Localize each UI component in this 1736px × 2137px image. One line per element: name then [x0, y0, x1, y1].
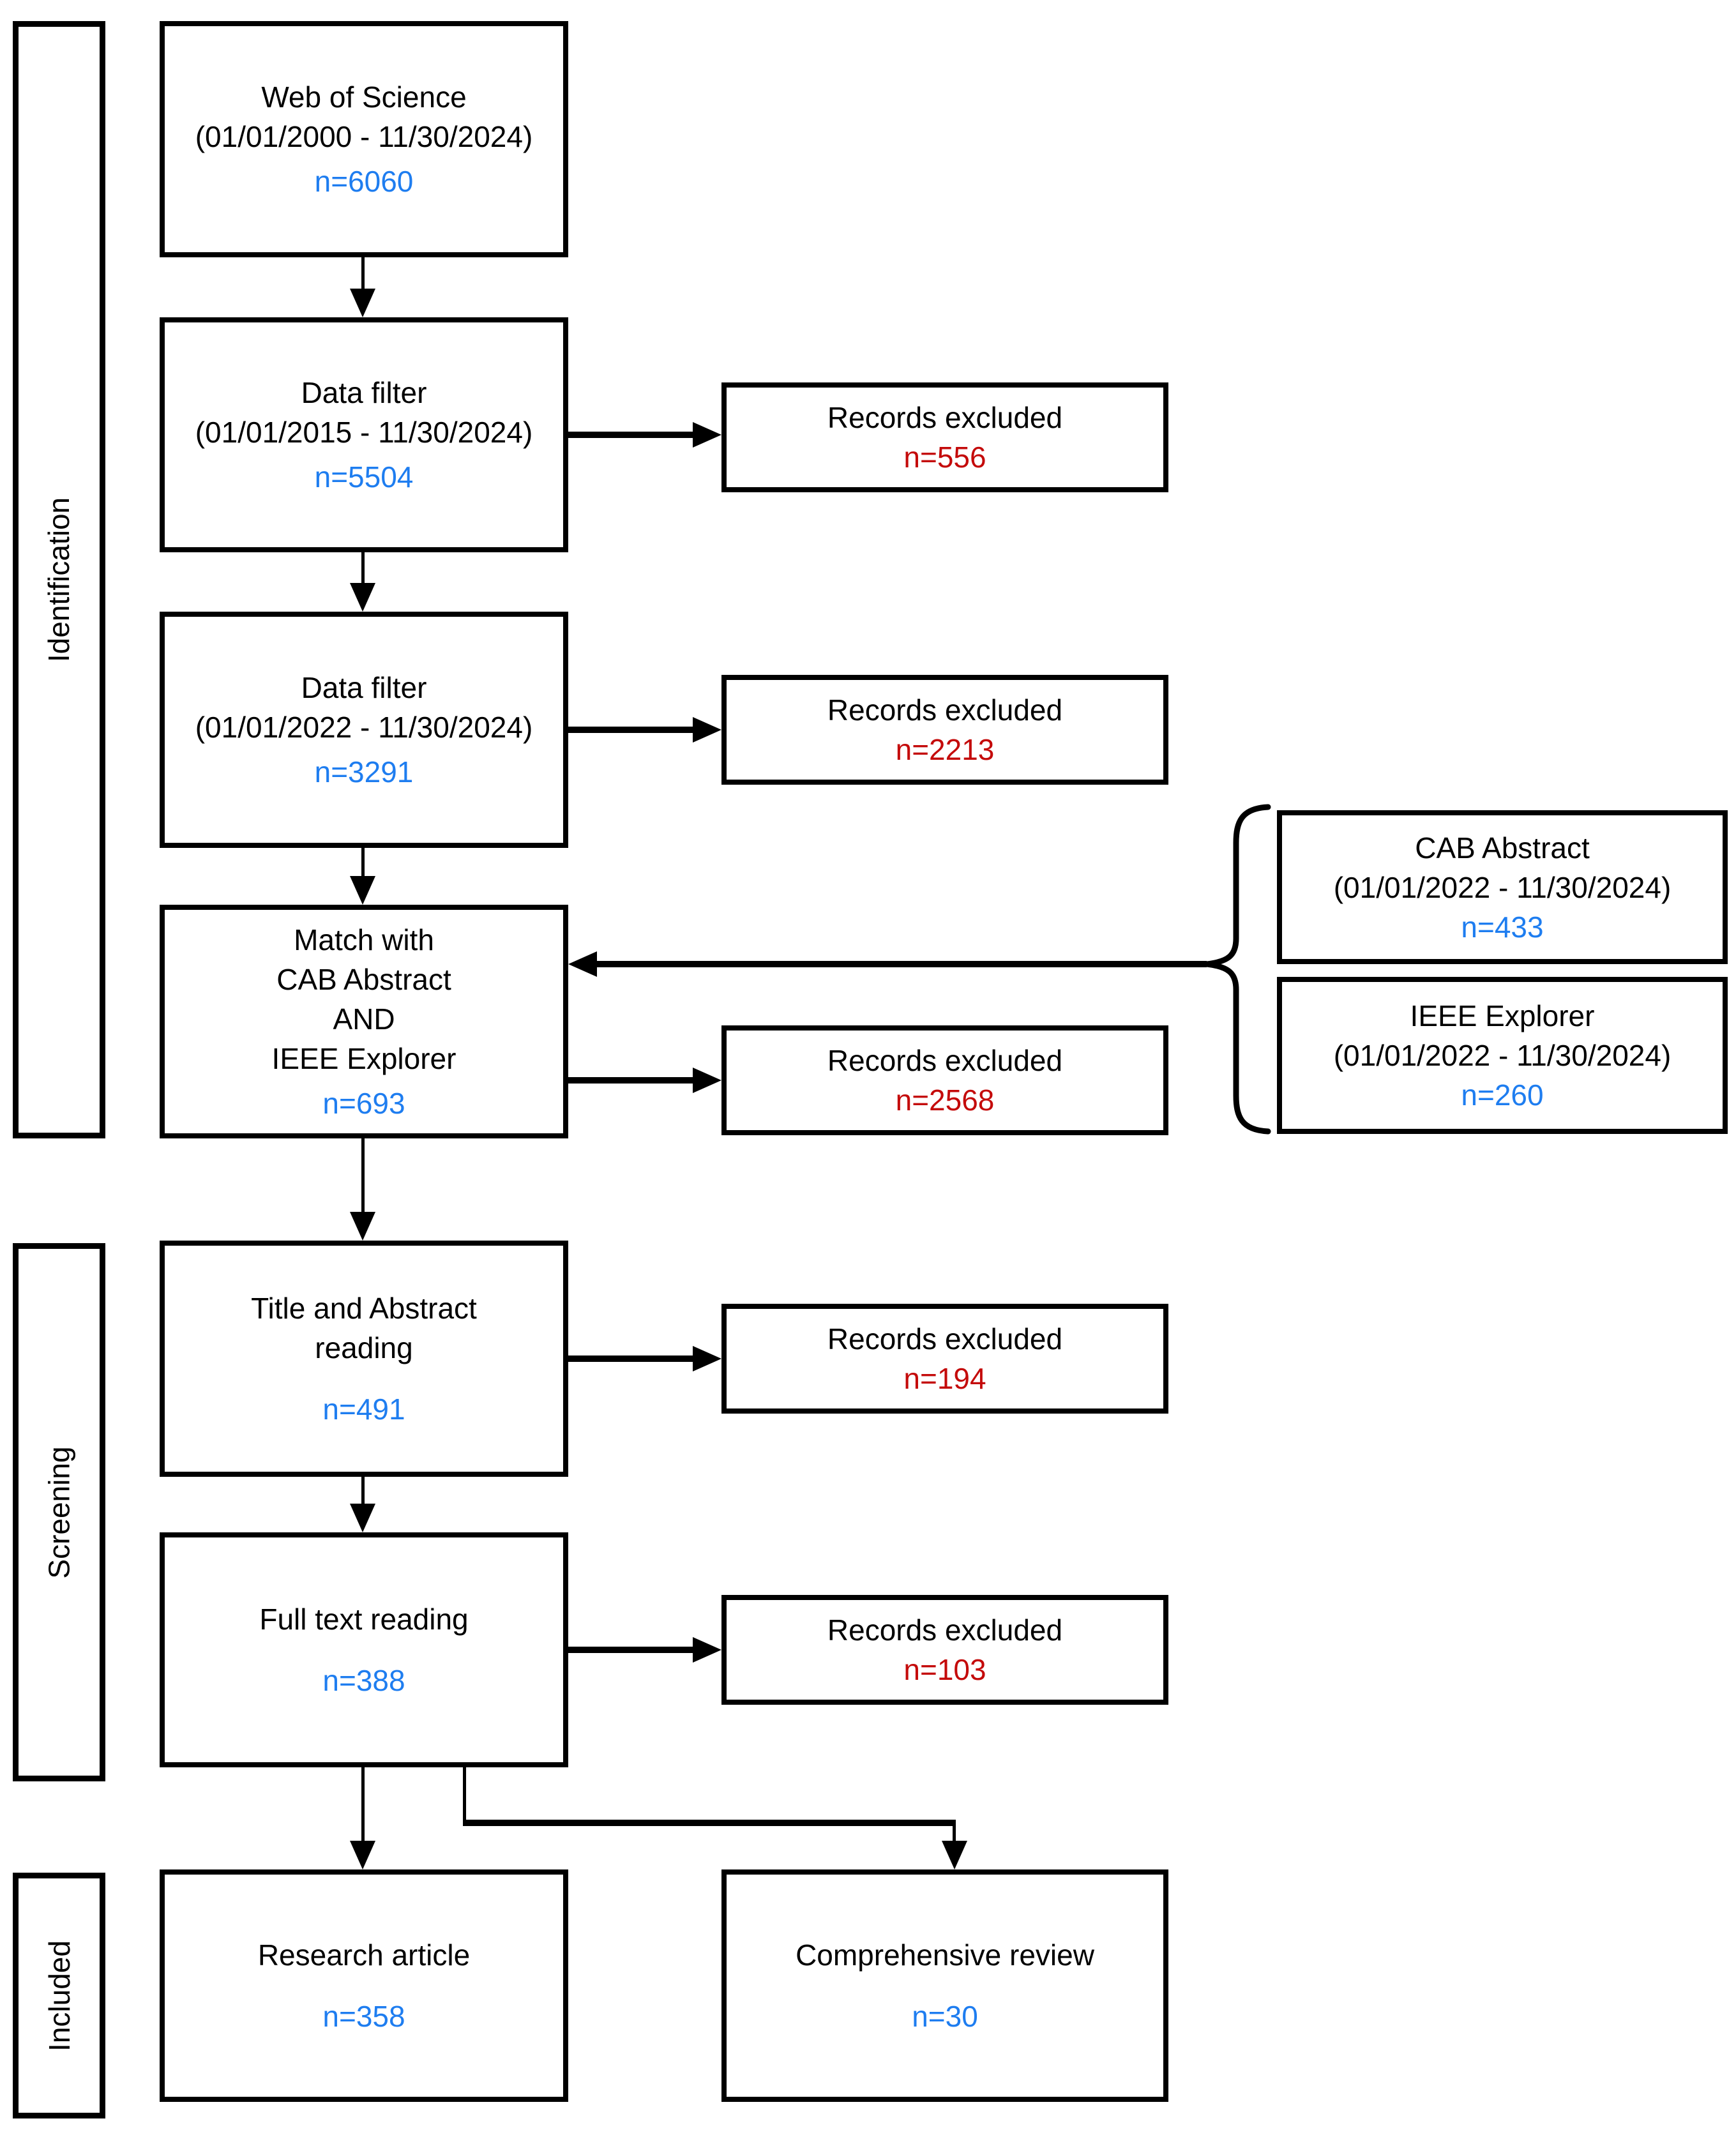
arrow-filter2015-to-excluded: [568, 432, 696, 438]
box-comprehensive-review-count: n=30: [912, 2000, 978, 2033]
records-excluded-count: n=556: [903, 441, 986, 474]
box-ieee-explorer-title: IEEE Explorer: [1410, 999, 1595, 1032]
box-records-excluded-2213: Records excluded n=2213: [721, 675, 1168, 785]
box-title-abstract-count: n=491: [322, 1393, 405, 1426]
records-excluded-label: Records excluded: [827, 401, 1063, 434]
arrowhead-down-icon: [350, 583, 375, 612]
stage-included-label: Included: [42, 1940, 76, 2051]
stage-identification: Identification: [13, 21, 105, 1138]
box-cab-abstract-title: CAB Abstract: [1415, 831, 1590, 865]
box-full-text-count: n=388: [322, 1664, 405, 1697]
arrowhead-right-icon: [693, 1637, 721, 1663]
box-data-filter-2022-count: n=3291: [314, 755, 414, 789]
box-web-of-science: Web of Science (01/01/2000 - 11/30/2024)…: [160, 21, 568, 257]
arrow-title-abstract-to-full-text: [361, 1477, 365, 1505]
box-research-article-count: n=358: [322, 2000, 405, 2033]
arrow-match-to-title-abstract: [361, 1138, 365, 1213]
box-data-filter-2015-count: n=5504: [314, 460, 414, 494]
box-ieee-explorer-range: (01/01/2022 - 11/30/2024): [1333, 1039, 1672, 1072]
records-excluded-count: n=103: [903, 1653, 986, 1686]
records-excluded-label: Records excluded: [827, 1044, 1063, 1077]
arrowhead-down-icon: [350, 1504, 375, 1532]
arrowhead-down-icon: [942, 1841, 967, 1869]
box-cab-abstract-range: (01/01/2022 - 11/30/2024): [1333, 870, 1672, 904]
box-data-filter-2022-title: Data filter: [301, 671, 427, 704]
arrowhead-right-icon: [693, 1068, 721, 1093]
arrow-filter2015-to-filter2022: [361, 552, 365, 584]
arrowhead-left-icon: [568, 951, 597, 977]
box-match-line: IEEE Explorer: [271, 1042, 457, 1075]
box-match-count: n=693: [322, 1087, 405, 1120]
box-records-excluded-2568: Records excluded n=2568: [721, 1025, 1168, 1135]
box-ieee-explorer-count: n=260: [1461, 1078, 1544, 1112]
box-data-filter-2015-range: (01/01/2015 - 11/30/2024): [195, 416, 533, 449]
arrow-title-abstract-to-excluded: [568, 1355, 696, 1362]
branch-line-horizontal: [463, 1820, 956, 1826]
arrow-web-to-filter2015: [361, 257, 365, 291]
arrowhead-down-icon: [350, 1841, 375, 1869]
records-excluded-label: Records excluded: [827, 693, 1063, 727]
arrow-match-to-excluded: [568, 1077, 696, 1084]
box-records-excluded-556: Records excluded n=556: [721, 382, 1168, 492]
box-match-line: AND: [333, 1002, 395, 1036]
branch-line-vertical: [953, 1823, 956, 1842]
arrowhead-down-icon: [350, 1212, 375, 1241]
box-match-line: CAB Abstract: [276, 963, 451, 996]
arrowhead-right-icon: [693, 717, 721, 743]
box-research-article-line: Research article: [257, 1938, 471, 1972]
box-title-abstract-line: Title and Abstract: [251, 1292, 477, 1325]
box-research-article: Research article n=358: [160, 1869, 568, 2102]
brace-group-sources: [1206, 804, 1271, 1135]
arrow-full-text-to-research: [361, 1767, 365, 1842]
arrowhead-down-icon: [350, 289, 375, 317]
box-data-filter-2015-title: Data filter: [301, 376, 427, 409]
stage-screening-label: Screening: [42, 1446, 76, 1579]
box-comprehensive-review: Comprehensive review n=30: [721, 1869, 1168, 2102]
box-ieee-explorer: IEEE Explorer (01/01/2022 - 11/30/2024) …: [1277, 977, 1728, 1134]
stage-identification-label: Identification: [42, 497, 76, 663]
arrowhead-right-icon: [693, 422, 721, 448]
box-web-of-science-count: n=6060: [314, 165, 414, 198]
box-web-of-science-range: (01/01/2000 - 11/30/2024): [195, 120, 533, 153]
box-data-filter-2022: Data filter (01/01/2022 - 11/30/2024) n=…: [160, 612, 568, 848]
arrow-full-text-to-excluded: [568, 1647, 696, 1653]
records-excluded-count: n=2213: [895, 733, 995, 766]
box-title-abstract-line: reading: [315, 1331, 413, 1364]
arrow-sources-to-match: [597, 961, 1207, 967]
box-records-excluded-194: Records excluded n=194: [721, 1304, 1168, 1414]
box-title-abstract-reading: Title and Abstract reading n=491: [160, 1241, 568, 1477]
box-full-text-reading: Full text reading n=388: [160, 1532, 568, 1767]
box-cab-abstract-count: n=433: [1461, 910, 1544, 944]
box-web-of-science-title: Web of Science: [261, 80, 467, 114]
records-excluded-label: Records excluded: [827, 1322, 1063, 1355]
stage-screening: Screening: [13, 1243, 105, 1781]
box-full-text-line: Full text reading: [259, 1603, 469, 1636]
records-excluded-label: Records excluded: [827, 1613, 1063, 1647]
arrowhead-down-icon: [350, 876, 375, 905]
box-comprehensive-review-line: Comprehensive review: [796, 1938, 1094, 1972]
arrow-filter2022-to-excluded: [568, 727, 696, 733]
box-match-databases: Match with CAB Abstract AND IEEE Explore…: [160, 905, 568, 1138]
branch-line-vertical: [463, 1767, 466, 1826]
records-excluded-count: n=2568: [895, 1084, 995, 1117]
records-excluded-count: n=194: [903, 1362, 986, 1395]
box-match-line: Match with: [294, 923, 434, 956]
box-records-excluded-103: Records excluded n=103: [721, 1595, 1168, 1705]
box-cab-abstract: CAB Abstract (01/01/2022 - 11/30/2024) n…: [1277, 810, 1728, 964]
stage-included: Included: [13, 1873, 105, 2118]
arrow-filter2022-to-match: [361, 848, 365, 877]
arrowhead-right-icon: [693, 1346, 721, 1371]
box-data-filter-2022-range: (01/01/2022 - 11/30/2024): [195, 711, 533, 744]
box-data-filter-2015: Data filter (01/01/2015 - 11/30/2024) n=…: [160, 317, 568, 552]
